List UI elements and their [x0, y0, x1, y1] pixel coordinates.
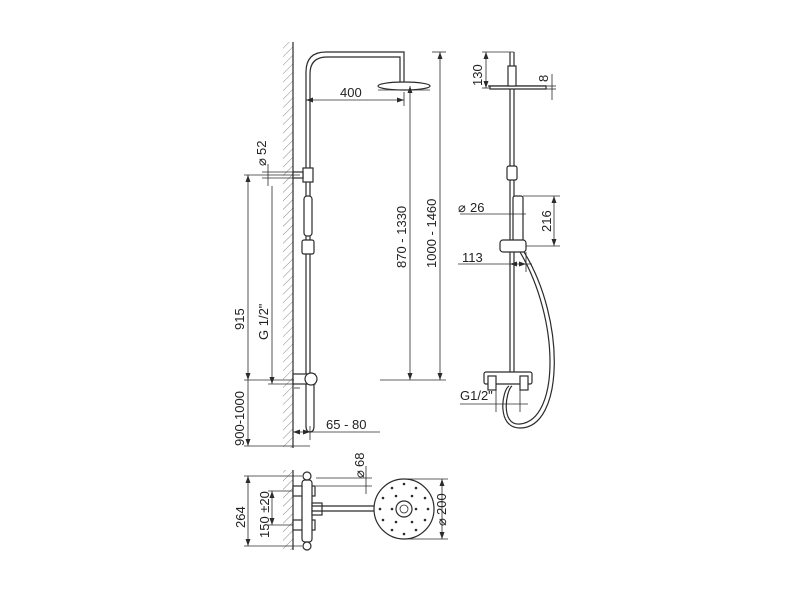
wall-hatch: [283, 42, 293, 448]
dim-floor-height: 900-1000: [232, 391, 247, 446]
dim-handshower-symbol: ⌀: [458, 200, 466, 215]
dim-head-height: 130: [470, 64, 485, 86]
dim-projection: 113: [462, 250, 483, 265]
side-shower-head: [489, 85, 547, 90]
dim-wall-diameter-symbol: ⌀: [254, 158, 269, 166]
top-view: ⌀ 68 ⌀ 200 264 150 ±20: [233, 453, 449, 551]
dim-mixer-symbol: ⌀: [352, 470, 367, 478]
riser-joint: [302, 167, 314, 183]
front-view: 400 870 - 1330 1000 - 1460 ⌀ 52 915 G 1/…: [232, 42, 446, 448]
dim-overall: 264: [233, 506, 248, 528]
shower-head: [377, 81, 431, 91]
side-hose: [505, 251, 551, 425]
hand-shower-front: [303, 195, 313, 237]
dim-head-thickness: 8: [536, 75, 551, 82]
side-hand-shower: [512, 195, 524, 247]
dim-height-a: 870 - 1330: [394, 206, 409, 268]
dim-wall-offset: 65 - 80: [326, 417, 366, 432]
top-mixer-body: [301, 479, 313, 543]
top-wall-hatch: [283, 470, 293, 550]
dim-handshower-diameter: 26: [470, 200, 484, 215]
dim-915: 915: [232, 308, 247, 330]
dim-thread-front: G 1/2": [256, 303, 271, 340]
side-view: 130 8 ⌀ 26 216 113 G1/2": [458, 51, 560, 429]
bath-spout: [305, 384, 315, 433]
dim-head-symbol: ⌀: [434, 518, 449, 526]
dim-mixer-diameter: 68: [352, 453, 367, 467]
dim-wall-diameter: 52: [254, 141, 269, 155]
dim-height-b: 1000 - 1460: [424, 199, 439, 268]
dim-handshower-length: 216: [539, 210, 554, 232]
side-slider: [499, 239, 527, 253]
dim-thread-side: G1/2": [460, 388, 493, 403]
dim-head-diameter: 200: [434, 493, 449, 515]
riser-pipe: [305, 51, 405, 378]
mixer-knob: [304, 372, 318, 386]
dim-centers: 150 ±20: [257, 491, 272, 538]
slider-bracket: [301, 239, 315, 255]
dim-arm-length: 400: [340, 85, 362, 100]
